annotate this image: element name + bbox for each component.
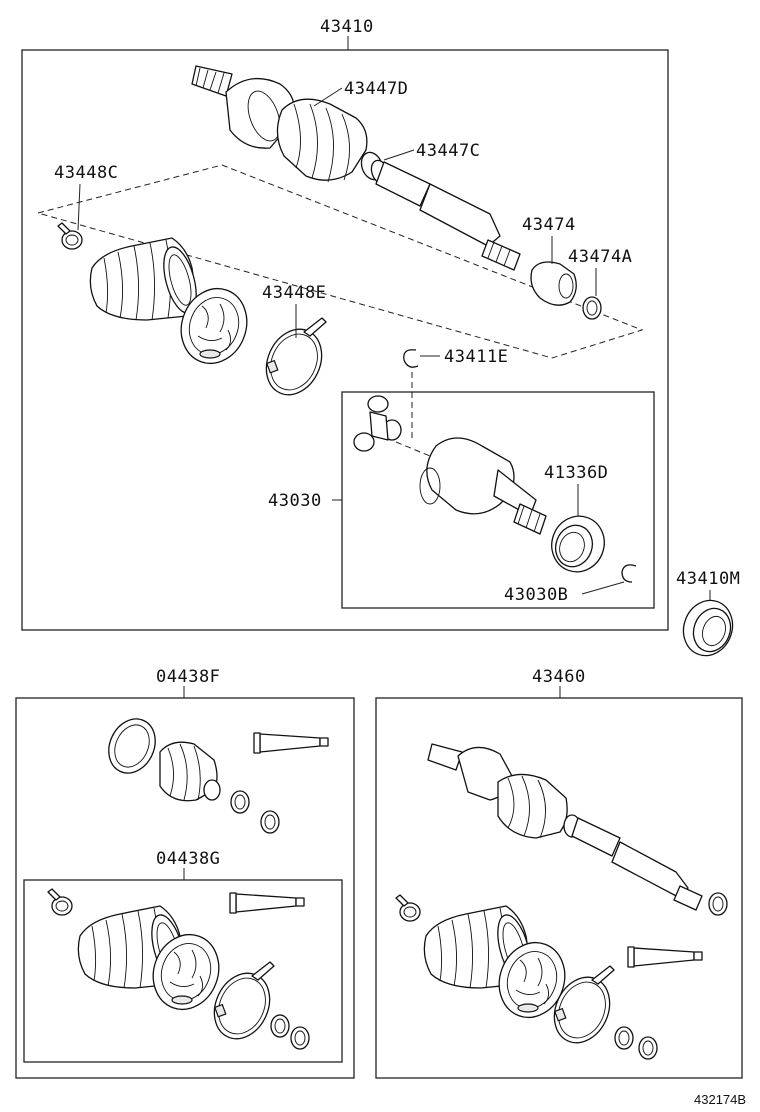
part-no-inboard-joint: 43030 (268, 491, 322, 511)
outboard-joint-assy-frame (375, 697, 743, 1079)
drive-shaft-frame (21, 49, 669, 631)
boot-kit-outboard-frame (15, 697, 355, 1079)
seal-illustration (551, 515, 605, 573)
boot-kit-inboard-parts (47, 888, 310, 1050)
boot-kit-inboard-frame (23, 879, 343, 1063)
clamp-band (255, 317, 333, 405)
part-no-boot-kit-outboard: 04438F (156, 667, 220, 687)
drive-shaft-illustration (191, 65, 521, 271)
part-no-circlip: 43030B (504, 585, 568, 605)
bearing-illustration (682, 599, 734, 657)
leader-43447c (383, 149, 415, 161)
part-no-bearing: 43410M (676, 569, 740, 589)
part-no-drive-shaft: 43410 (320, 17, 374, 37)
tripod-illustration (353, 395, 431, 457)
part-no-damper: 43474 (522, 215, 576, 235)
boot-kit-dashed-outline (36, 164, 644, 359)
clip-ring (582, 296, 602, 320)
snap-ring (403, 349, 419, 368)
part-no-clip: 43474A (568, 247, 632, 267)
part-no-snap-ring: 43411E (444, 347, 508, 367)
part-no-band: 43448E (262, 283, 326, 303)
boot-kit-outboard-parts (108, 718, 329, 834)
leader-43030b (581, 581, 625, 595)
damper-illustration (530, 261, 577, 306)
part-no-boot-outboard: 43447D (344, 79, 408, 99)
inboard-housing-illustration (419, 437, 547, 535)
outboard-joint-assy-parts (395, 743, 728, 1060)
part-no-clamp-outboard: 43447C (416, 141, 480, 161)
part-no-boot-kit-inboard: 04438G (156, 849, 220, 869)
leader-43448c (77, 183, 81, 231)
boot-inboard (89, 237, 203, 321)
circlip (621, 564, 637, 583)
leader-43447d (313, 87, 343, 107)
part-no-outboard-joint-assy: 43460 (532, 667, 586, 687)
diagram-code: 432174B (694, 1092, 746, 1107)
part-no-clamp-small: 43448C (54, 163, 118, 183)
part-no-seal: 41336D (544, 463, 608, 483)
